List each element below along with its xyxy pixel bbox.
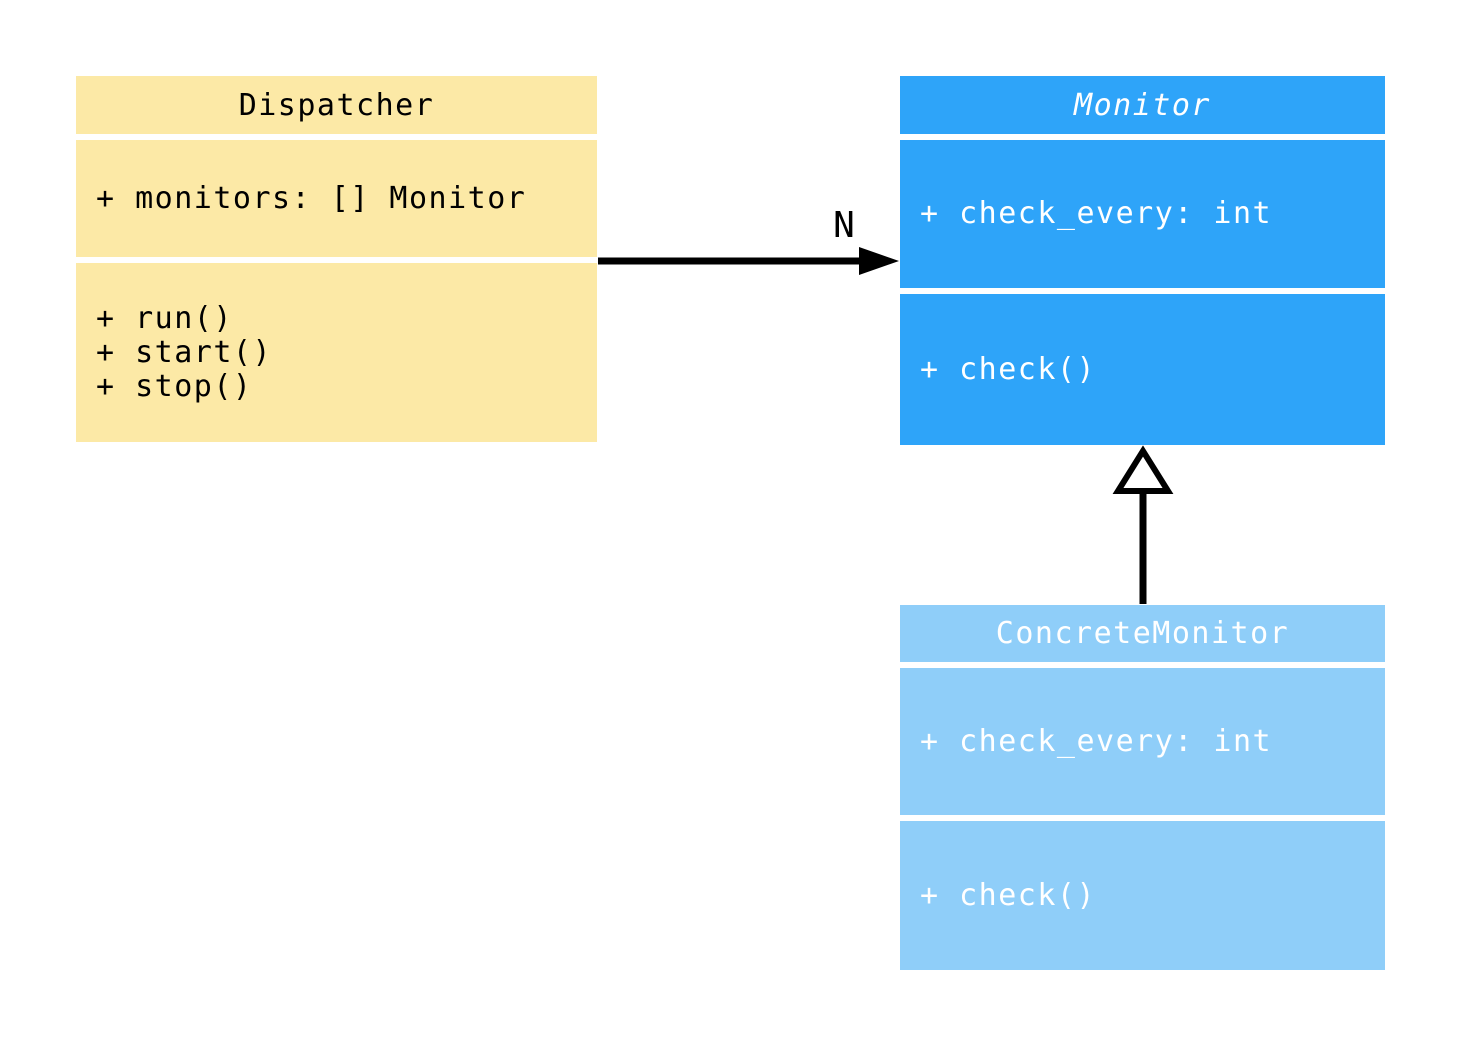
association-edge-dispatcher-monitor <box>598 247 899 275</box>
class-attributes-concretemonitor: + check_every: int <box>900 668 1385 815</box>
class-methods-dispatcher: + run() + start() + stop() <box>76 263 597 442</box>
class-methods-monitor: + check() <box>900 294 1385 445</box>
class-node-dispatcher: Dispatcher + monitors: [] Monitor + run(… <box>76 76 597 442</box>
attribute-line: + check_every: int <box>920 723 1273 759</box>
method-line: + start() <box>96 334 273 370</box>
class-attributes-dispatcher: + monitors: [] Monitor <box>76 140 597 257</box>
association-multiplicity-label: N <box>833 205 855 246</box>
method-line: + check() <box>920 351 1097 387</box>
attribute-line: + check_every: int <box>920 196 1273 231</box>
class-node-monitor: Monitor + check_every: int + check() <box>900 76 1385 445</box>
attribute-line: + monitors: [] Monitor <box>96 180 527 216</box>
hollow-triangle-arrowhead-icon <box>1112 445 1174 494</box>
method-line: + run() <box>96 300 233 336</box>
class-attributes-monitor: + check_every: int <box>900 140 1385 288</box>
class-node-concretemonitor: ConcreteMonitor + check_every: int + che… <box>900 605 1385 970</box>
method-line: + stop() <box>96 368 253 404</box>
filled-arrowhead-icon <box>859 247 899 275</box>
class-title-concretemonitor: ConcreteMonitor <box>900 605 1385 662</box>
class-title-monitor: Monitor <box>900 76 1385 134</box>
method-line: + check() <box>920 877 1097 913</box>
class-title-dispatcher: Dispatcher <box>76 76 597 134</box>
inheritance-edge-concretemonitor-monitor <box>1112 445 1174 604</box>
class-methods-concretemonitor: + check() <box>900 821 1385 970</box>
